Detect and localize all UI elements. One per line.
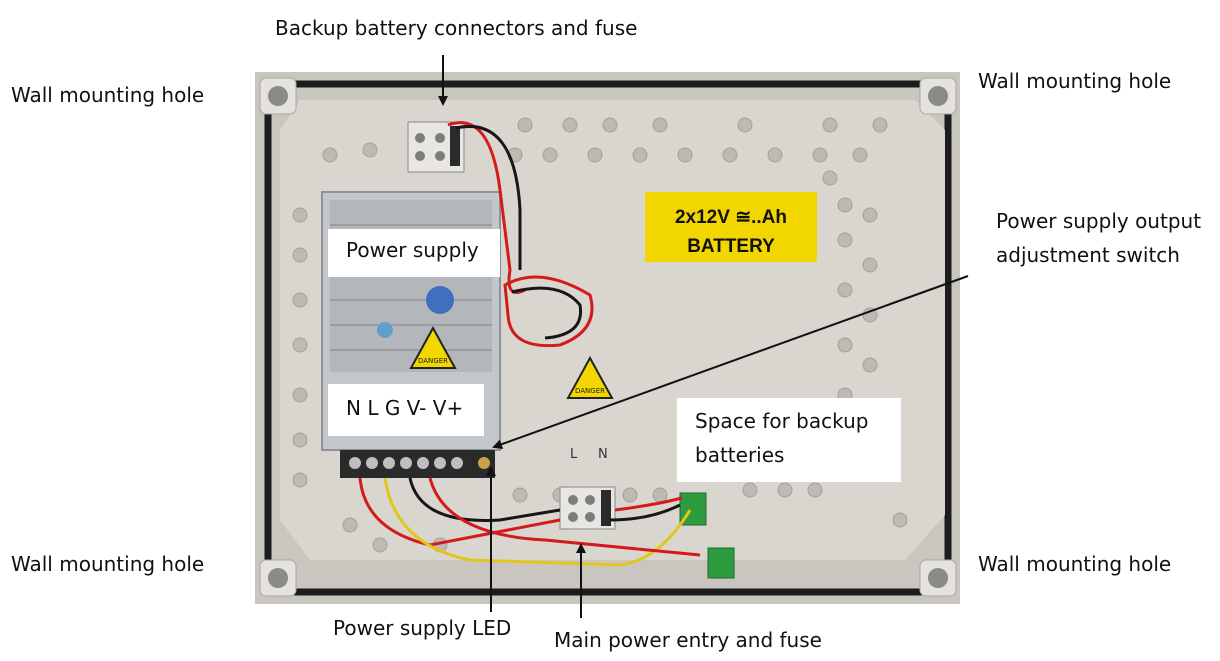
psu-terminal-strip — [340, 450, 495, 478]
label-space-line-2: batteries — [695, 443, 785, 467]
corner-hole-br — [919, 559, 957, 597]
svg-text:2x12V ≅..Ah: 2x12V ≅..Ah — [675, 207, 787, 228]
svg-text:DANGER: DANGER — [575, 387, 605, 395]
label-psu-led: Power supply LED — [333, 616, 512, 640]
label-adjustment-line-1: Power supply output — [996, 209, 1202, 233]
terminal-marks: L N — [570, 447, 608, 462]
label-wall-hole-top-right: Wall mounting hole — [978, 69, 1172, 93]
label-main-entry: Main power entry and fuse — [554, 628, 822, 652]
main-power-entry-block — [559, 486, 616, 530]
corner-hole-tr — [919, 77, 957, 115]
label-space-line-1: Space for backup — [695, 409, 869, 433]
svg-text:DANGER: DANGER — [418, 357, 448, 365]
label-space-backup: Space for backup batteries — [677, 398, 901, 482]
label-wall-hole-bottom-left: Wall mounting hole — [11, 552, 205, 576]
label-adjustment-line-2: adjustment switch — [996, 243, 1180, 267]
svg-text:N: N — [598, 447, 608, 462]
label-power-supply: Power supply — [328, 229, 500, 277]
corner-hole-bl — [259, 559, 297, 597]
label-wall-hole-bottom-right: Wall mounting hole — [978, 552, 1172, 576]
battery-connector-block — [407, 121, 465, 173]
corner-hole-tl — [259, 77, 297, 115]
label-terminals: N L G V- V+ — [328, 384, 484, 436]
label-battery-connectors: Backup battery connectors and fuse — [275, 16, 638, 40]
svg-text:BATTERY: BATTERY — [687, 236, 775, 257]
label-wall-hole-top-left: Wall mounting hole — [11, 83, 205, 107]
danger-sticker-psu: DANGER — [409, 325, 457, 369]
battery-sticker: 2x12V ≅..Ah BATTERY — [645, 192, 817, 262]
green-terminal-2 — [707, 547, 735, 579]
svg-text:L: L — [570, 447, 578, 462]
